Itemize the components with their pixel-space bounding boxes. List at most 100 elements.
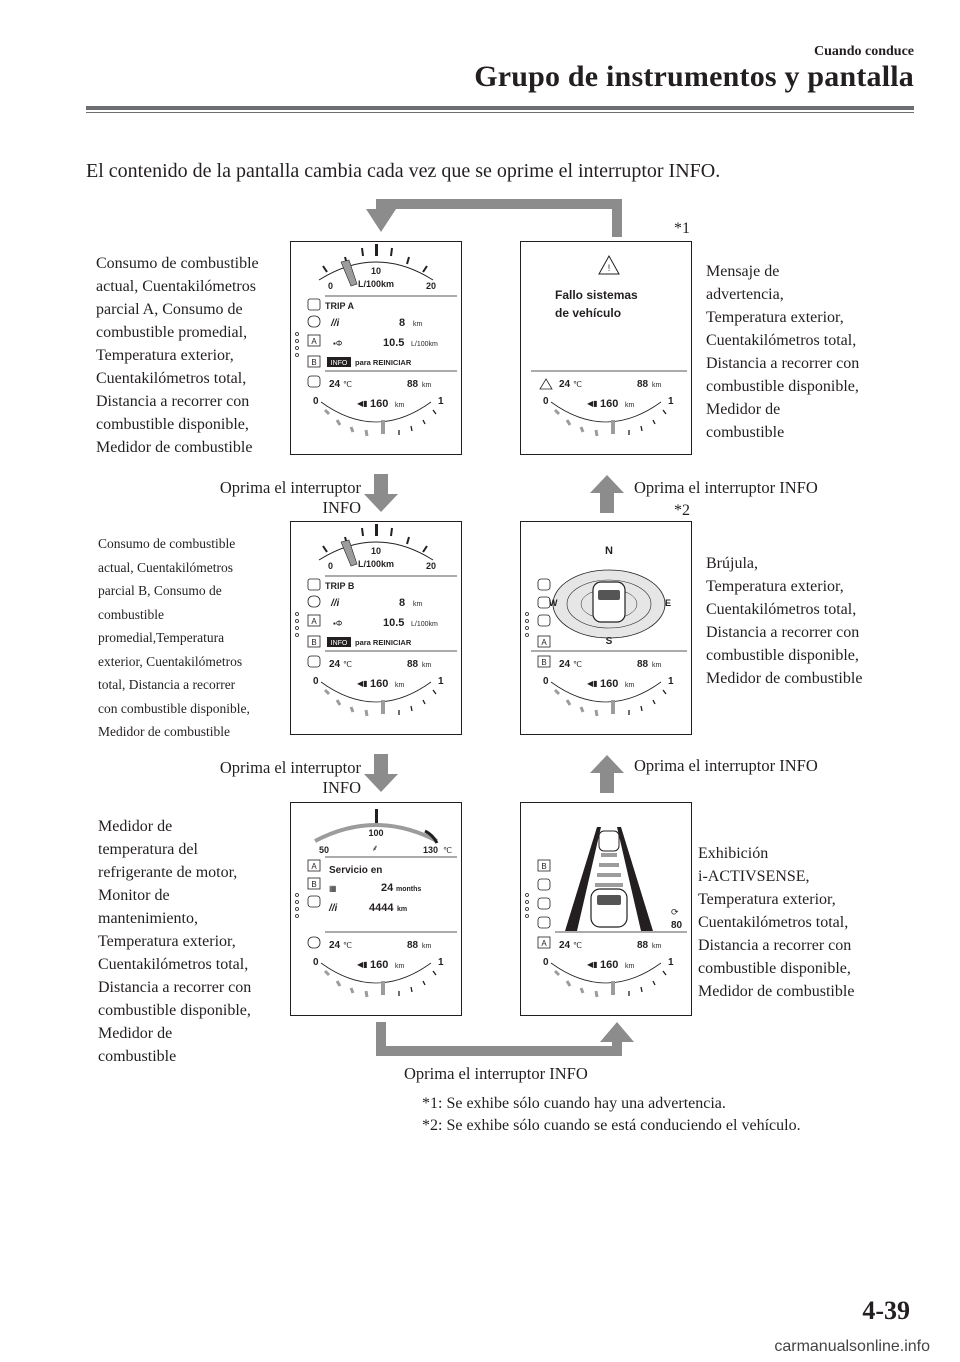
compass-east: E (665, 598, 671, 608)
desc-line: Medidor de (98, 818, 173, 835)
desc-line: Temperatura exterior, (98, 933, 236, 950)
service-label: Servicio en (329, 865, 382, 876)
desc-line: Cuentakilómetros total, (698, 914, 849, 931)
odometer: 88 (637, 940, 649, 951)
odometer: 88 (637, 659, 649, 670)
svg-text:!: ! (608, 263, 611, 273)
range-unit: km (395, 682, 405, 689)
desc-line: combustible (98, 606, 164, 622)
desc-line: con combustible disponible, (98, 700, 250, 716)
range-value: 160 (600, 959, 618, 971)
radar-icon: ⟳ (671, 907, 679, 917)
own-car-icon (590, 888, 628, 928)
fuel-pump-icon: ◀▮ (357, 399, 368, 408)
footnote-marker-2: *2 (674, 502, 690, 519)
fuel-full-label: 1 (668, 957, 674, 968)
svg-text:A: A (311, 337, 317, 346)
gauge-max-label: 20 (426, 561, 436, 571)
description-trip-b: Consumo de combustible actual, Cuentakil… (98, 532, 288, 744)
fuel-pump-icon: ◀▮ (587, 399, 598, 408)
svg-text:B: B (311, 880, 316, 889)
reset-hint: para REINICIAR (355, 358, 412, 367)
desc-line: Distancia a recorrer con (96, 393, 250, 410)
gauge-mid-label: 10 (371, 546, 381, 556)
svg-text:A: A (541, 638, 547, 647)
gauge-needle (340, 539, 358, 567)
desc-line: Medidor de combustible (698, 983, 855, 1000)
odometer: 88 (407, 659, 419, 670)
range-value: 160 (600, 678, 618, 690)
temp-unit: ℃ (343, 380, 352, 389)
arrow-label-line: INFO (322, 498, 361, 517)
panel-trip-b: 10 0 20 L/100km TRIP B A B //i 8 km ▪Φ 1… (290, 521, 462, 735)
trip-label: TRIP B (325, 581, 355, 591)
gauge-min-label: 0 (328, 561, 333, 571)
arrow-label-left-1: Oprima el interruptor INFO (196, 478, 361, 518)
odometer-unit: km (652, 943, 662, 950)
fuel-empty-label: 0 (313, 676, 319, 687)
coolant-unit: ℃ (443, 846, 452, 855)
gauge-unit: L/100km (358, 279, 394, 289)
header-rule (86, 106, 914, 110)
arrow-label-line: Oprima el interruptor (219, 758, 361, 777)
desc-line: combustible disponible, (96, 416, 249, 433)
fuel-full-label: 1 (668, 676, 674, 687)
description-maintenance: Medidor de temperatura del refrigerante … (98, 815, 290, 1068)
desc-line: combustible (98, 1048, 177, 1065)
arrow-label-bottom: Oprima el interruptor INFO (404, 1064, 588, 1083)
footnote-1: *1: Se exhibe sólo cuando hay una advert… (422, 1095, 726, 1112)
compass-west: W (549, 598, 558, 608)
avg-fuel-unit: L/100km (411, 341, 438, 348)
gauge-unit: L/100km (358, 559, 394, 569)
svg-text:B: B (541, 862, 546, 871)
current-fuel-value: 8 (399, 597, 405, 609)
coolant-min-label: 50 (319, 845, 329, 855)
fuel-empty-label: 0 (543, 957, 549, 968)
gauge-needle (340, 259, 358, 287)
svg-text:A: A (311, 617, 317, 626)
avg-fuel-value: 10.5 (383, 617, 404, 629)
desc-line: Consumo de combustible (96, 255, 259, 272)
compass-north: N (605, 545, 613, 557)
desc-line: Temperatura exterior, (96, 347, 234, 364)
coolant-max-label: 130 (423, 845, 438, 855)
service-km-unit: km (397, 906, 407, 913)
temp-unit: ℃ (343, 660, 352, 669)
svg-text://i: //i (328, 903, 338, 914)
desc-line: combustible disponible, (98, 1002, 251, 1019)
coolant-mid-label: 100 (368, 828, 383, 838)
fuel-empty-label: 0 (543, 396, 549, 407)
desc-line: Cuentakilómetros total, (706, 332, 857, 349)
desc-line: Medidor de combustible (96, 439, 253, 456)
page-number: 4-39 (862, 1296, 910, 1325)
coolant-temp-icon: ⸙ (372, 843, 379, 853)
consumption-arc (318, 261, 434, 281)
range-unit: km (395, 402, 405, 409)
desc-line: Monitor de (98, 887, 170, 904)
description-i-activsense: Exhibición i-ACTIVSENSE, Temperatura ext… (698, 842, 908, 1003)
fuel-arc (320, 401, 432, 423)
odometer: 88 (637, 379, 649, 390)
page-title: Grupo de instrumentos y pantalla (474, 60, 914, 93)
arrow-label-line: INFO (322, 778, 361, 797)
watermark[interactable]: carmanualsonline.info (774, 1338, 930, 1355)
odometer-unit: km (422, 943, 432, 950)
fuel-pump-icon: ◀▮ (587, 679, 598, 688)
info-badge: INFO (331, 640, 348, 647)
range-unit: km (625, 402, 635, 409)
fuel-full-label: 1 (438, 396, 444, 407)
desc-line: Cuentakilómetros total, (706, 601, 857, 618)
fuel-full-label: 1 (668, 396, 674, 407)
warning-message-1: Fallo sistemas (555, 288, 638, 302)
warning-message-2: de vehículo (555, 306, 621, 320)
desc-line: Cuentakilómetros total, (98, 956, 249, 973)
set-speed: 80 (671, 920, 683, 931)
outside-temp: 24 (329, 940, 341, 951)
avg-fuel-unit: L/100km (411, 621, 438, 628)
temp-unit: ℃ (573, 941, 582, 950)
svg-text:A: A (541, 939, 547, 948)
svg-text:B: B (311, 358, 316, 367)
description-trip-a: Consumo de combustible actual, Cuentakil… (96, 252, 286, 459)
fuel-empty-label: 0 (313, 957, 319, 968)
